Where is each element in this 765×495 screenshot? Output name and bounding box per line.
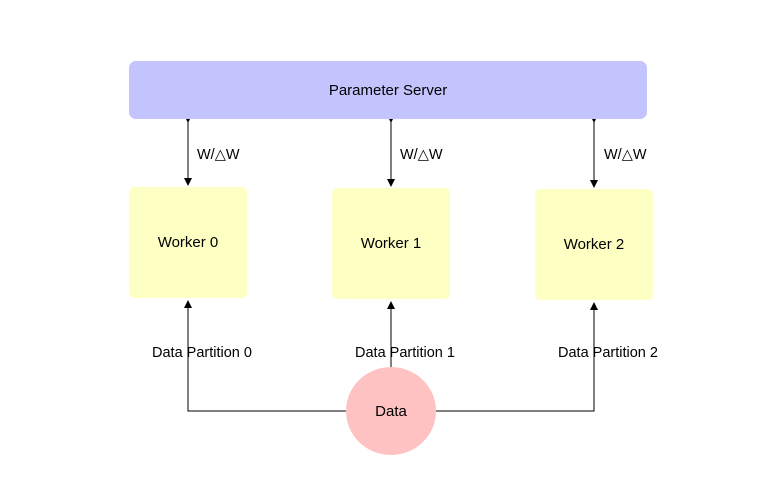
worker-label-1: Worker 1 (360, 235, 422, 252)
data-node: Data (346, 367, 436, 455)
link-label-0: W/△W (197, 147, 240, 163)
partition-label-1: Data Partition 1 (355, 345, 455, 361)
worker-label-2: Worker 2 (563, 236, 625, 253)
data-label: Data (375, 402, 407, 420)
link-label-1: W/△W (400, 147, 443, 163)
partition-label-0: Data Partition 0 (152, 345, 252, 361)
partition-link-2 (436, 302, 598, 412)
worker-node-0: Worker 0 (129, 187, 247, 298)
parameter-server-node: Parameter Server (129, 61, 647, 119)
link-label-2: W/△W (604, 147, 647, 163)
worker-node-2: Worker 2 (535, 189, 653, 300)
worker-label-0: Worker 0 (157, 234, 219, 251)
partition-link-0 (184, 300, 346, 412)
worker-node-1: Worker 1 (332, 188, 450, 299)
parameter-server-label: Parameter Server (328, 81, 448, 99)
partition-label-2: Data Partition 2 (558, 345, 658, 361)
